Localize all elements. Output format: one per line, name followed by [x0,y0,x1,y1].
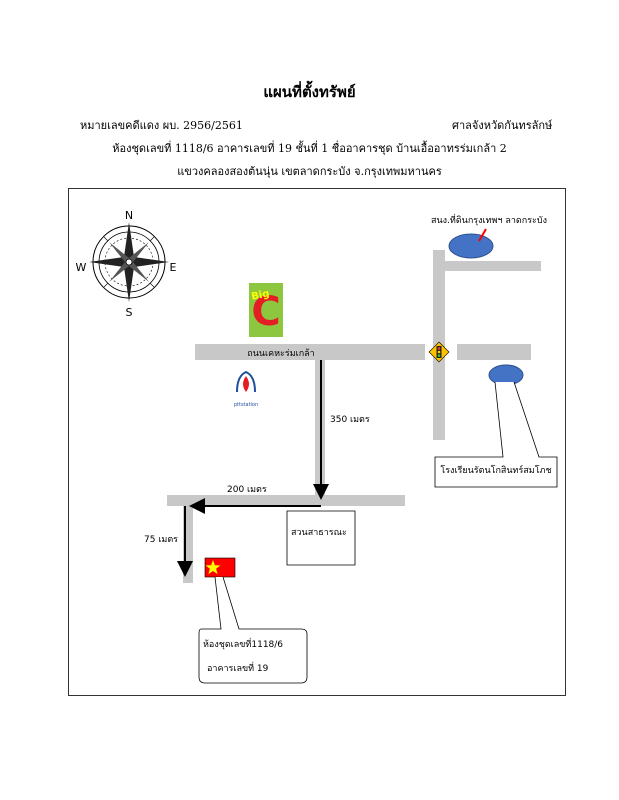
cross-road [167,495,405,506]
compass-west: W [76,261,87,274]
short-road [183,505,193,583]
case-number: หมายเลขคดีแดง ผบ. 2956/2561 [80,119,243,132]
compass-north: N [125,209,133,222]
distance-75: 75 เมตร [144,535,178,545]
page-title: แผนที่ตั้งทรัพย์ [263,83,356,101]
land-office-pointer [478,228,487,242]
map-frame: N S E W ถนนเคหะร่มเกล้า สนง.ที่ดินกรุงเท… [68,188,566,696]
compass-rose [89,222,169,302]
school-label: โรงเรียนรัตนโกสินทร์สมโภช [440,464,551,476]
compass-south: S [126,306,133,319]
ptt-logo [236,370,256,393]
bigc-logo: C [249,283,283,337]
property-building-label: อาคารเลขที่ 19 [207,661,269,674]
land-office-label: สนง.ที่ดินกรุงเทพฯ ลาดกระบัง [431,213,547,226]
map-canvas: N S E W ถนนเคหะร่มเกล้า สนง.ที่ดินกรุงเท… [76,209,558,684]
star-icon [205,560,221,575]
distance-200: 200 เมตร [227,485,267,495]
park-label: สวนสาธารณะ [291,528,347,538]
main-road-east [457,344,531,360]
property-callout [198,576,308,684]
court-name: ศาลจังหวัดกันทรลักษ์ [452,119,553,132]
svg-text:C: C [251,289,280,335]
property-unit-label: ห้องชุดเลขที่1118/6 [203,637,283,650]
main-road [195,344,425,360]
road-to-land-office [433,261,541,271]
bigc-label: Big [250,288,270,303]
unit-description: ห้องชุดเลขที่ 1118/6 อาคารเลขที่ 19 ชั้น… [112,142,507,155]
location-description: แขวงคลองสองต้นนุ่น เขตลาดกระบัง จ.กรุงเท… [177,165,442,178]
school-callout [434,381,558,488]
park-box [286,510,356,566]
traffic-light-icon [428,341,450,363]
land-office-marker [448,233,494,259]
compass-east: E [170,261,177,274]
main-road-label: ถนนเคหะร่มเกล้า [247,348,314,359]
ptt-label: pttstation [234,402,258,408]
distance-350: 350 เมตร [330,415,370,425]
